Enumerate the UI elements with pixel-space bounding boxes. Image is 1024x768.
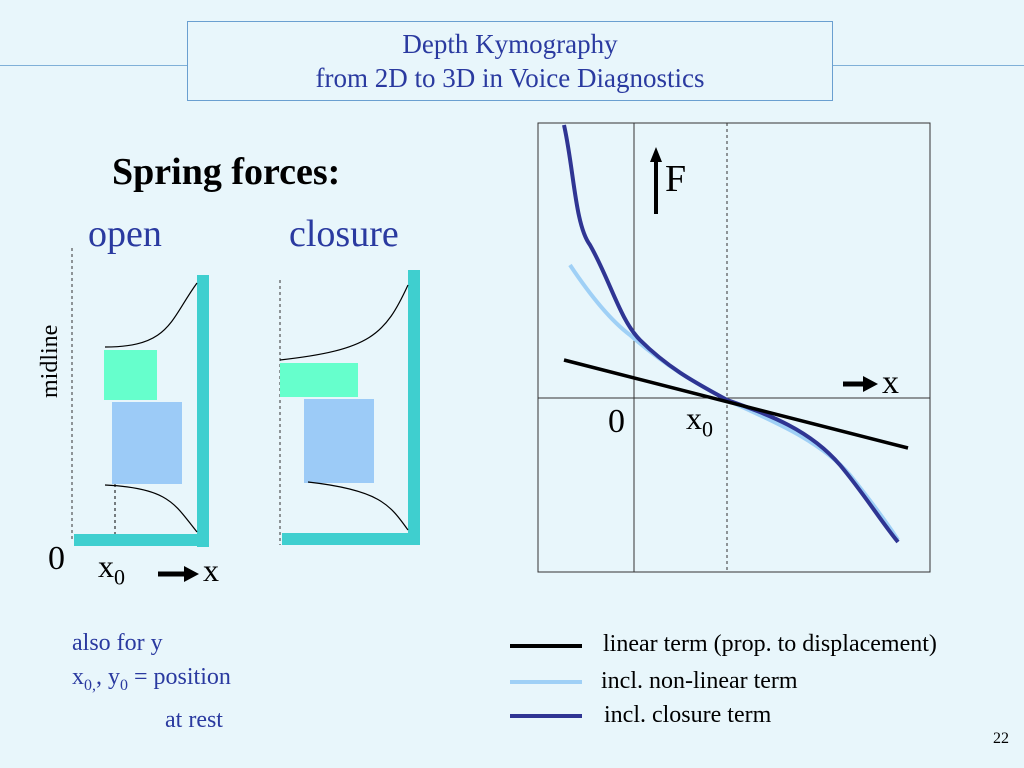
graph-frame (537, 122, 931, 573)
slide-title-box: Depth Kymography from 2D to 3D in Voice … (187, 21, 833, 101)
note-line1: also for y (72, 630, 163, 656)
note-x0-sub: 0, (84, 676, 96, 694)
closure-upper-spring-curve (279, 284, 409, 361)
note-line3: at rest (165, 706, 223, 733)
graph-x0-sub: 0 (702, 416, 713, 442)
graph-x0-label: x0 (686, 400, 713, 442)
f-arrow-head (650, 147, 662, 162)
closure-label: closure (289, 213, 399, 255)
closure-bottom-wall (282, 533, 420, 545)
legend-label-closure: incl. closure term (604, 702, 772, 728)
note-y0: , y (96, 664, 120, 690)
page-number: 22 (993, 730, 1009, 747)
graph-x-arrow-head (863, 376, 878, 392)
closure-upper-block (280, 363, 358, 397)
left-x0-base: x (98, 548, 114, 584)
midline-label: midline (37, 324, 63, 398)
left-x-axis-label: x (203, 552, 219, 588)
closure-term-curve (562, 124, 900, 544)
slide-title-line2: from 2D to 3D in Voice Diagnostics (315, 63, 705, 93)
left-zero-label: 0 (48, 540, 65, 577)
linear-term-line (563, 358, 909, 450)
open-lower-spring-curve (104, 484, 198, 533)
closure-lower-block (304, 399, 374, 483)
note-y0-sub: 0 (120, 676, 128, 694)
open-right-wall (197, 275, 209, 547)
spring-forces-heading: Spring forces: (112, 151, 341, 193)
graph-x-label: x (882, 364, 899, 401)
rest-position-note: also for y x0,, y0 = position at rest (72, 626, 231, 737)
left-x0-sub: 0 (114, 564, 125, 590)
graph-zero-label: 0 (608, 403, 625, 440)
midline-label-container: midline (37, 318, 77, 398)
graph-x0-base: x (686, 400, 702, 436)
slide-title-line1: Depth Kymography (402, 29, 618, 59)
note-x0: x (72, 664, 84, 690)
note-position: = position (128, 664, 231, 690)
legend-label-nonlinear: incl. non-linear term (601, 668, 798, 694)
open-lower-block (112, 402, 182, 484)
open-label: open (88, 213, 162, 255)
legend-label-linear: linear term (prop. to displacement) (603, 631, 937, 657)
closure-right-wall (408, 270, 420, 545)
note-line2: x0,, y0 = position (72, 660, 231, 703)
open-upper-spring-curve (104, 282, 198, 348)
left-x-arrow-head (184, 566, 199, 582)
open-upper-block (104, 350, 157, 400)
graph-f-label: F (665, 158, 687, 200)
closure-lower-spring-curve (307, 481, 409, 531)
left-x0-label: x0 (98, 548, 125, 590)
open-bottom-wall (74, 534, 209, 546)
